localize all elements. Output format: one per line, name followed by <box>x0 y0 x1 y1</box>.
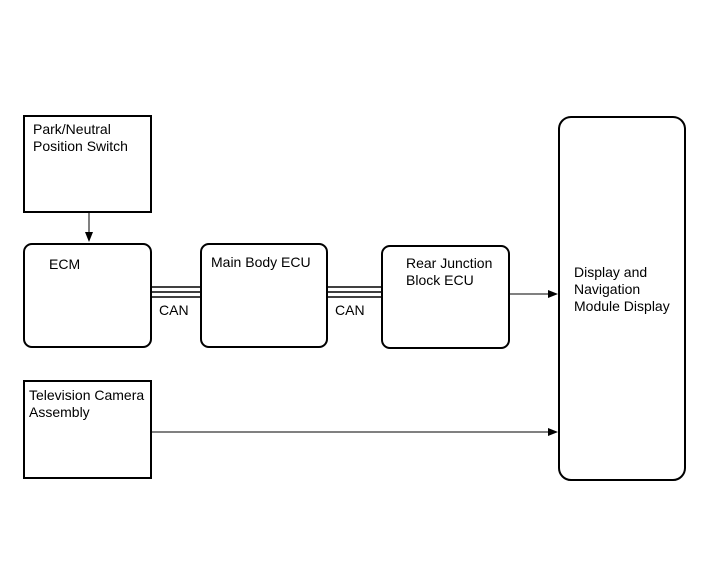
can-bus-ecm-main-body <box>152 286 200 298</box>
can-bus-label: CAN <box>335 302 365 318</box>
display-navigation-module-box: Display and Navigation Module Display <box>558 116 686 481</box>
television-camera-assembly-label: Television Camera Assembly <box>29 387 145 420</box>
ecm-box: ECM <box>23 243 152 348</box>
park-neutral-switch-box: Park/Neutral Position Switch <box>23 115 152 213</box>
can-bus-label: CAN <box>159 302 189 318</box>
rear-junction-block-ecu-label: Rear Junction Block ECU <box>406 255 493 288</box>
television-camera-assembly-box: Television Camera Assembly <box>23 380 152 479</box>
rear-junction-block-ecu-box: Rear Junction Block ECU <box>381 245 510 349</box>
main-body-ecu-box: Main Body ECU <box>200 243 328 348</box>
park-neutral-switch-label: Park/Neutral Position Switch <box>33 121 128 154</box>
can-bus-main-body-rear-junction <box>328 286 381 298</box>
ecm-label: ECM <box>49 256 81 272</box>
display-navigation-module-label: Display and Navigation Module Display <box>574 264 670 314</box>
main-body-ecu-label: Main Body ECU <box>211 254 311 270</box>
